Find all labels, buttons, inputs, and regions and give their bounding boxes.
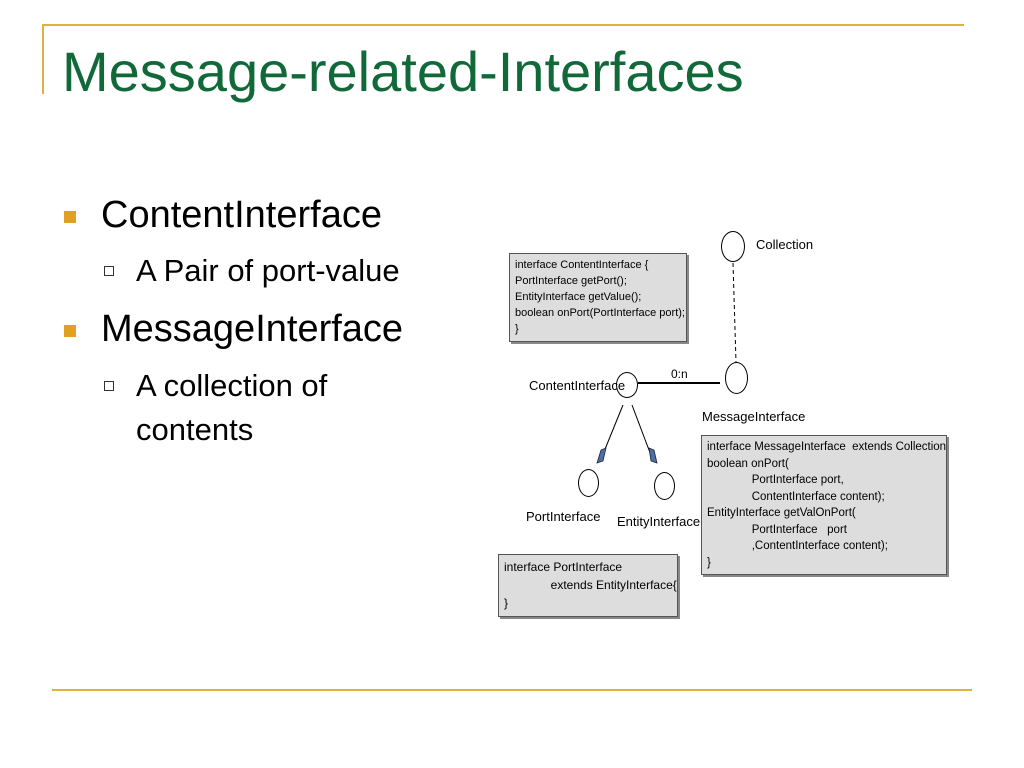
entity-inheritance-line — [631, 404, 653, 459]
entity-interface-node-circle — [654, 472, 675, 500]
content-interface-node-label: ContentInterface — [529, 378, 626, 393]
code-line: ,ContentInterface content); — [707, 540, 888, 552]
code-line: PortInterface port, — [707, 474, 844, 486]
bullet-text: MessageInterface — [101, 308, 404, 350]
port-interface-node-circle — [578, 469, 599, 497]
message-interface-code-box: interface MessageInterface extends Colle… — [701, 435, 947, 575]
code-line: interface PortInterface — [504, 560, 623, 574]
square-bullet-icon — [64, 211, 76, 223]
code-line: interface MessageInterface extends Colle… — [707, 441, 947, 453]
bullet-text: ContentInterface — [101, 194, 382, 236]
port-interface-node-label: PortInterface — [526, 509, 601, 524]
square-bullet-icon — [64, 325, 76, 337]
content-interface-code-box: interface ContentInterface { PortInterfa… — [509, 253, 687, 342]
slide-frame-left-line — [42, 24, 44, 94]
code-line: interface ContentInterface { — [515, 259, 649, 271]
port-arrowhead-icon — [596, 447, 607, 464]
hollow-square-bullet-icon — [104, 381, 114, 391]
code-line: PortInterface port — [707, 523, 847, 536]
message-interface-node-circle — [725, 362, 748, 394]
code-line: PortInterface getPort(); — [515, 275, 627, 287]
message-interface-node-label: MessageInterface — [702, 409, 806, 424]
sub-bullet-text: A collection of — [136, 368, 328, 403]
code-line: EntityInterface getValue(); — [515, 291, 642, 303]
collection-node-circle — [721, 231, 745, 262]
slide-title: Message-related-Interfaces — [62, 40, 744, 103]
code-line: boolean onPort( — [707, 457, 789, 470]
port-interface-code-box: interface PortInterface extends EntityIn… — [498, 554, 678, 617]
sub-bullet-text: A Pair of port-value — [136, 253, 400, 288]
code-line: } — [707, 556, 711, 569]
collection-node-label: Collection — [756, 237, 814, 252]
code-line: } — [515, 323, 519, 335]
entity-interface-node-label: EntityInterface — [617, 514, 701, 529]
content-interface-node-circle — [616, 372, 638, 398]
code-line: boolean onPort(PortInterface port); — [515, 307, 685, 319]
slide-frame-top-line — [42, 24, 964, 26]
slide-frame-bottom-line — [52, 689, 972, 691]
hollow-square-bullet-icon — [104, 266, 114, 276]
code-line: EntityInterface getValOnPort( — [707, 507, 856, 519]
multiplicity-label: 0:n — [671, 367, 688, 381]
code-line: extends EntityInterface{ — [504, 578, 677, 592]
code-line: } — [504, 596, 509, 610]
code-line: ContentInterface content); — [707, 490, 885, 503]
entity-arrowhead-icon — [648, 447, 658, 464]
collection-dashed-link — [732, 262, 737, 363]
sub-bullet-text: contents — [136, 412, 254, 447]
